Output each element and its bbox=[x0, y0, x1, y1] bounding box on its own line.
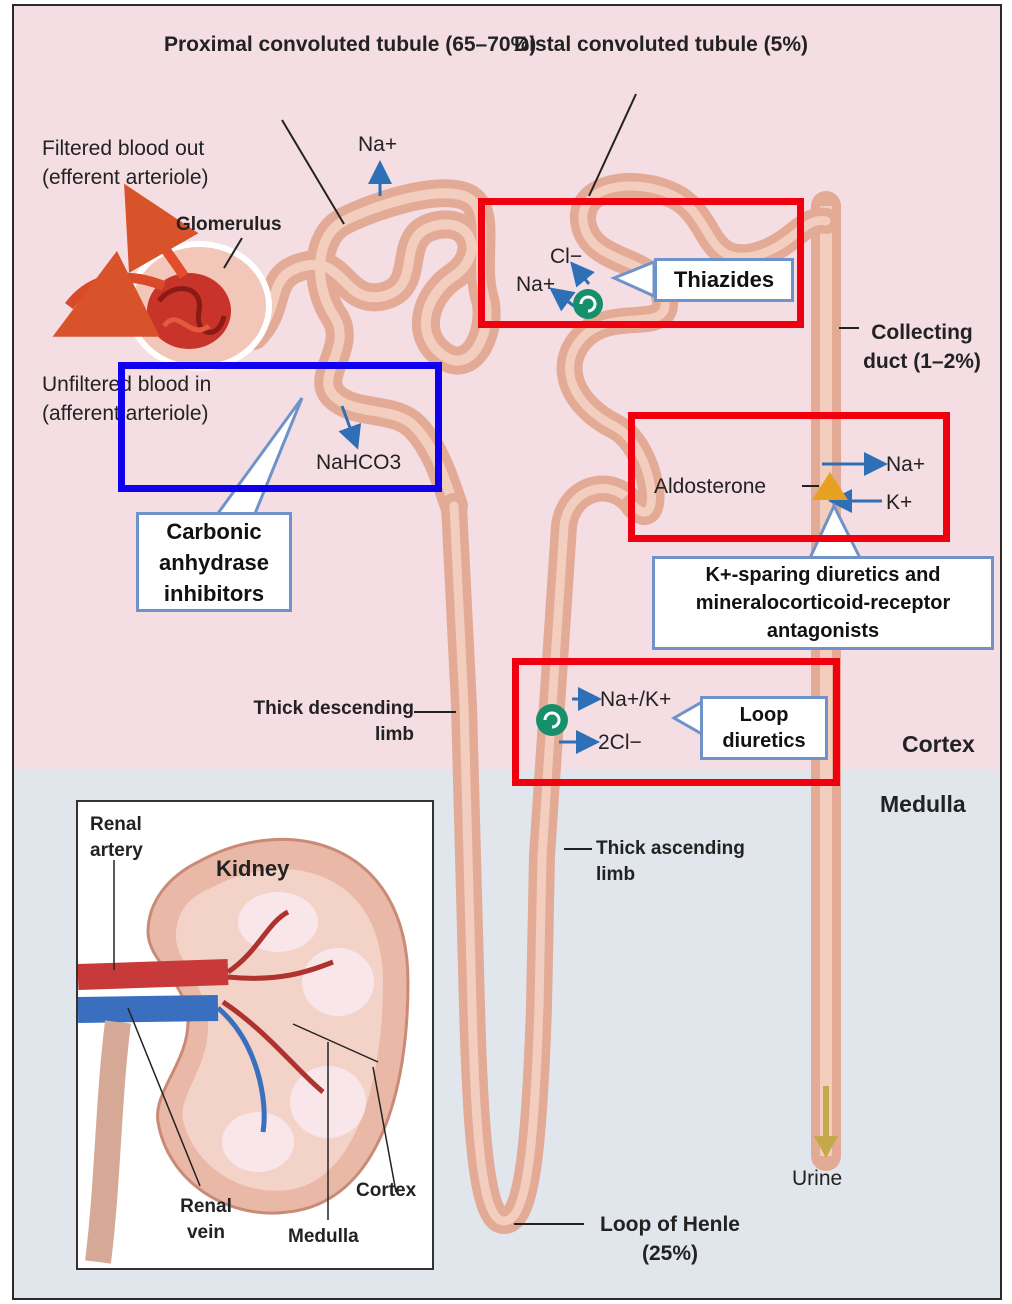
renal-vein-label: Renal vein bbox=[166, 1194, 246, 1246]
thick-descending-limb-label: Thick descending limb bbox=[214, 696, 414, 748]
carbonic-anhydrase-callout: Carbonic anhydrase inhibitors bbox=[136, 512, 292, 612]
medulla-region-label: Medulla bbox=[880, 790, 966, 819]
collecting-duct-label: Collecting duct (1–2%) bbox=[862, 318, 982, 376]
distal-tubule-label: Distal convoluted tubule (5%) bbox=[514, 30, 754, 59]
urine-label: Urine bbox=[792, 1164, 842, 1193]
kidney-inset: Renal artery Kidney Renal vein Medulla C… bbox=[76, 800, 434, 1270]
carbonic-anhydrase-highlight-box bbox=[118, 362, 442, 492]
proximal-tubule-label: Proximal convoluted tubule (65–70%) bbox=[164, 30, 404, 59]
renal-artery-label: Renal artery bbox=[90, 812, 170, 864]
na-proximal-label: Na+ bbox=[358, 130, 397, 159]
afferent-arteriole bbox=[74, 321, 149, 326]
loop-of-henle-label: Loop of Henle (25%) bbox=[580, 1210, 760, 1268]
cortex-inset-label: Cortex bbox=[356, 1178, 416, 1204]
k-sparing-highlight-box bbox=[628, 412, 950, 542]
thiazides-highlight-box bbox=[478, 198, 804, 328]
kidney-label: Kidney bbox=[216, 854, 289, 883]
loop-diuretics-highlight-box bbox=[512, 658, 840, 786]
glomerulus-label: Glomerulus bbox=[176, 212, 282, 238]
cortex-region-label: Cortex bbox=[902, 730, 975, 759]
thick-ascending-limb-label: Thick ascending limb bbox=[596, 836, 776, 888]
nephron-diagram: Proximal convoluted tubule (65–70%) Dist… bbox=[12, 4, 1002, 1300]
k-sparing-callout: K+-sparing diuretics and mineralocortico… bbox=[652, 556, 994, 650]
filtered-blood-out-label: Filtered blood out (efferent arteriole) bbox=[42, 134, 272, 192]
glomerulus-capsule bbox=[129, 244, 269, 368]
medulla-inset-label: Medulla bbox=[288, 1224, 359, 1250]
